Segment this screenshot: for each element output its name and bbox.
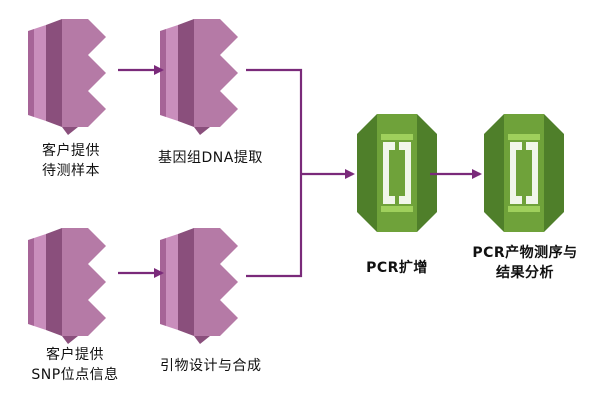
customer-sample-icon — [28, 19, 106, 135]
customer-sample-line2: 待测样本 — [42, 163, 100, 179]
connector-dna — [246, 68, 303, 174]
customer-sample-label: 客户提供 待测样本 — [36, 141, 106, 181]
sequencing-line2: 结果分析 — [496, 265, 554, 281]
dna-extraction-label: 基因组DNA提取 — [158, 150, 263, 166]
customer-snp-line1: 客户提供 — [46, 347, 104, 363]
customer-sample-line1: 客户提供 — [42, 143, 100, 159]
sequencing-label: PCR产物测序与 结果分析 — [455, 243, 595, 283]
customer-snp-icon — [28, 228, 106, 344]
sequencing-icon — [484, 114, 564, 232]
connector-primer — [246, 174, 303, 278]
pcr-amplify-label: PCR扩增 — [366, 260, 428, 276]
primer-design-icon — [160, 228, 238, 344]
dna-extraction-icon — [160, 19, 238, 135]
sequencing-line1: PCR产物测序与 — [472, 245, 578, 261]
flow-arrows — [118, 65, 482, 278]
customer-snp-label: 客户提供 SNP位点信息 — [20, 345, 130, 385]
primer-design-label: 引物设计与合成 — [160, 358, 262, 374]
customer-snp-line2: SNP位点信息 — [31, 367, 119, 383]
pcr-amplify-icon — [357, 114, 437, 232]
